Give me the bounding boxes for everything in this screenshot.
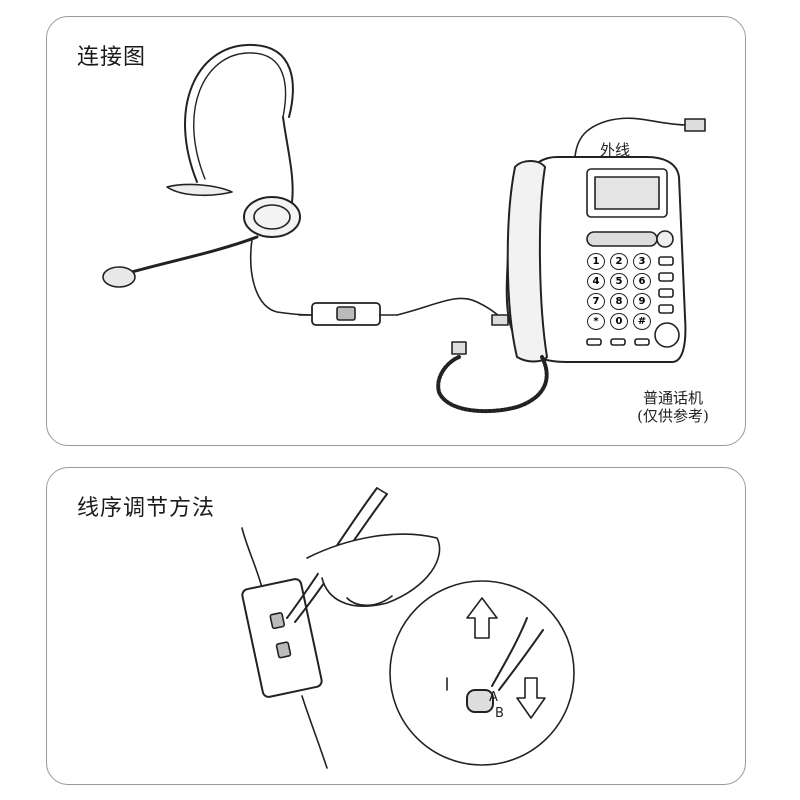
adjust-panel: 线序调节方法 bbox=[46, 467, 746, 785]
external-line-label: 外线 bbox=[600, 141, 631, 159]
rj-plug-handset bbox=[451, 341, 467, 355]
switch-label-a: A bbox=[489, 690, 498, 705]
keypad-key: 8 bbox=[610, 293, 628, 310]
keypad-key: 5 bbox=[610, 273, 628, 290]
external-line-cord bbox=[574, 117, 688, 158]
keypad-key: 0 bbox=[610, 313, 628, 330]
phone-label-block: 普通话机 (仅供参考) bbox=[623, 389, 723, 425]
headset-illustration bbox=[102, 43, 313, 316]
keypad-key: 1 bbox=[587, 253, 605, 270]
phone-note: (仅供参考) bbox=[637, 407, 709, 425]
coiled-cord bbox=[436, 355, 549, 414]
adapter-cord bbox=[396, 297, 508, 323]
keypad-key: 3 bbox=[633, 253, 651, 270]
adapter-box bbox=[298, 302, 398, 326]
telephone-illustration bbox=[505, 156, 687, 363]
keypad-key: 2 bbox=[610, 253, 628, 270]
rj-plug-line bbox=[684, 118, 706, 132]
keypad-key: # bbox=[633, 313, 651, 330]
keypad-key: 4 bbox=[587, 273, 605, 290]
keypad-key: 6 bbox=[633, 273, 651, 290]
adapter-cable-bottom bbox=[301, 695, 328, 769]
keypad-key: * bbox=[587, 313, 605, 330]
hand-with-pen-illustration bbox=[286, 487, 441, 623]
switch-label-b: B bbox=[495, 706, 504, 721]
adjust-diagram bbox=[241, 487, 575, 769]
connection-title: 连接图 bbox=[77, 45, 147, 70]
adapter-box-large bbox=[241, 578, 323, 698]
connection-diagram bbox=[102, 43, 706, 414]
adjust-title: 线序调节方法 bbox=[77, 496, 216, 521]
magnified-switch-view bbox=[389, 580, 575, 766]
connection-panel: 连接图 bbox=[46, 16, 746, 446]
keypad-key: 7 bbox=[587, 293, 605, 310]
keypad-key: 9 bbox=[633, 293, 651, 310]
rj-plug-phone bbox=[491, 314, 509, 326]
phone-label: 普通话机 bbox=[642, 389, 703, 407]
adapter-cable-top bbox=[241, 527, 263, 589]
